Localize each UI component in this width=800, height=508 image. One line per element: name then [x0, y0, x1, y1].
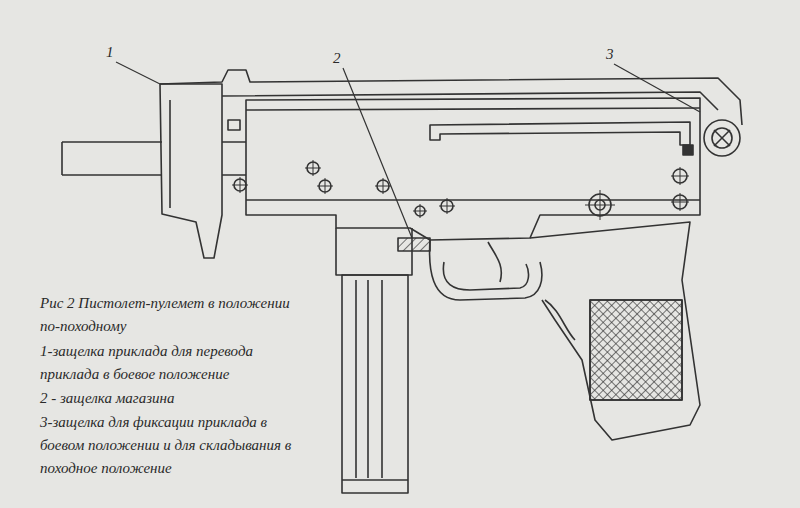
figure-caption: Рис 2 Пистолет-пулемет в положении по-по… [40, 292, 302, 338]
legend-note: 1-защелка приклада для перевода приклада… [40, 340, 310, 386]
callout-number: 2 [331, 50, 343, 66]
callout-number: 3 [604, 46, 616, 62]
legend-note: 3-защелка для фиксации приклада в боевом… [40, 411, 310, 480]
callout-number: 1 [104, 44, 116, 60]
legend-note: 2 - защелка магазина [40, 387, 310, 410]
